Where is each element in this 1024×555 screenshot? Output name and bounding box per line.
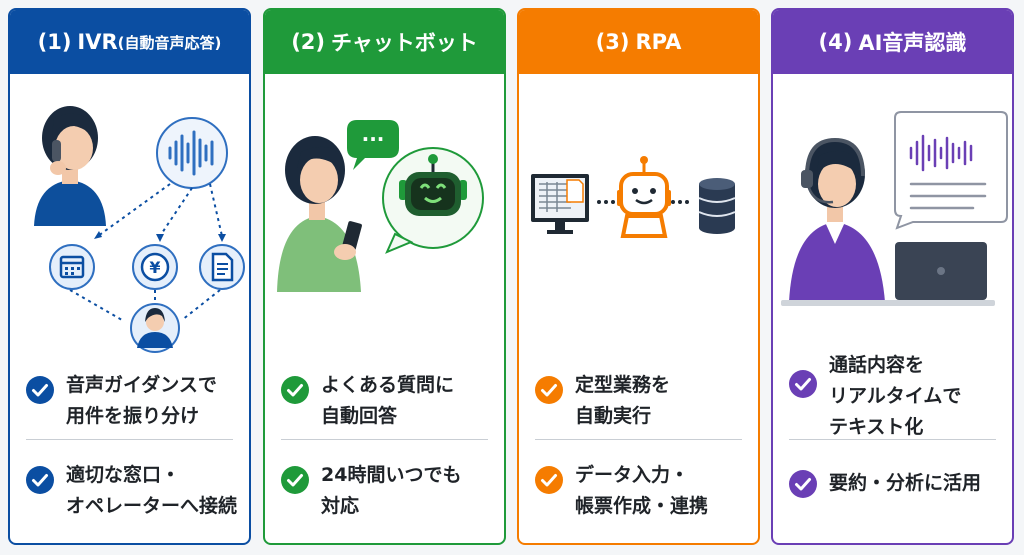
woman-smartphone-icon [277,136,362,292]
card-title: チャットボット [331,31,478,55]
card-header: (2) チャットボット [265,10,504,74]
feature-item: 音声ガイダンスで用件を振り分け [26,370,239,432]
connector-dots [597,200,689,204]
check-circle-icon [789,370,817,398]
card-chatbot: (2) チャットボット ··· [263,8,506,545]
laptop-icon [781,242,995,306]
rpa-illustration [531,156,736,238]
operator-icon [130,303,180,353]
feature-item: 通話内容をリアルタイムでテキスト化 [789,350,1002,443]
robot-icon [617,156,671,238]
check-circle-icon [535,376,563,404]
feature-item: 要約・分析に活用 [789,468,1002,499]
card-header: (1) IVR (自動音声応答) [10,10,249,74]
card-number: (4) [818,30,853,54]
divider [26,439,233,440]
check-circle-icon [789,470,817,498]
check-circle-icon [26,376,54,404]
card-title: AI音声認識 [858,31,967,55]
svg-text:¥: ¥ [149,258,160,277]
card-header: (3) RPA [519,10,758,74]
monitor-spreadsheet-icon [531,174,589,234]
check-circle-icon [26,466,54,494]
feature-item: データ入力・帳票作成・連携 [535,460,748,522]
document-icon [199,244,245,290]
feature-item: よくある質問に自動回答 [281,370,494,432]
card-title: IVR [77,30,118,54]
divider [535,439,742,440]
check-circle-icon [281,376,309,404]
card-subtitle: (自動音声応答) [117,33,222,52]
card-number: (1) [37,30,72,54]
card-number: (3) [595,30,630,54]
sound-wave-icon [156,117,228,189]
robot-icon [382,147,485,254]
feature-item: 24時間いつでも対応 [281,460,494,522]
ivr-illustration: ¥ [34,106,245,353]
operator-headset-icon [789,137,885,302]
woman-phone-icon [34,106,106,226]
card-rpa: (3) RPA [517,8,760,545]
divider [789,439,996,440]
transcript-bubble-icon [894,111,1008,230]
card-ivr: (1) IVR (自動音声応答) [8,8,251,545]
card-title: RPA [635,30,682,54]
check-circle-icon [535,466,563,494]
card-ai-voice: (4) AI音声認識 [771,8,1014,545]
card-header: (4) AI音声認識 [773,10,1012,74]
divider [281,439,488,440]
svg-text:···: ··· [362,127,385,151]
ai-voice-illustration [781,111,1008,306]
database-icon [698,178,736,234]
card-number: (2) [291,30,325,54]
chatbot-illustration: ··· [277,120,485,292]
feature-item: 定型業務を自動実行 [535,370,748,432]
check-circle-icon [281,466,309,494]
yen-icon: ¥ [132,244,178,290]
calendar-icon [49,244,95,290]
speech-bubble-icon: ··· [347,120,399,170]
feature-item: 適切な窓口・オペレーターへ接続 [26,460,239,522]
